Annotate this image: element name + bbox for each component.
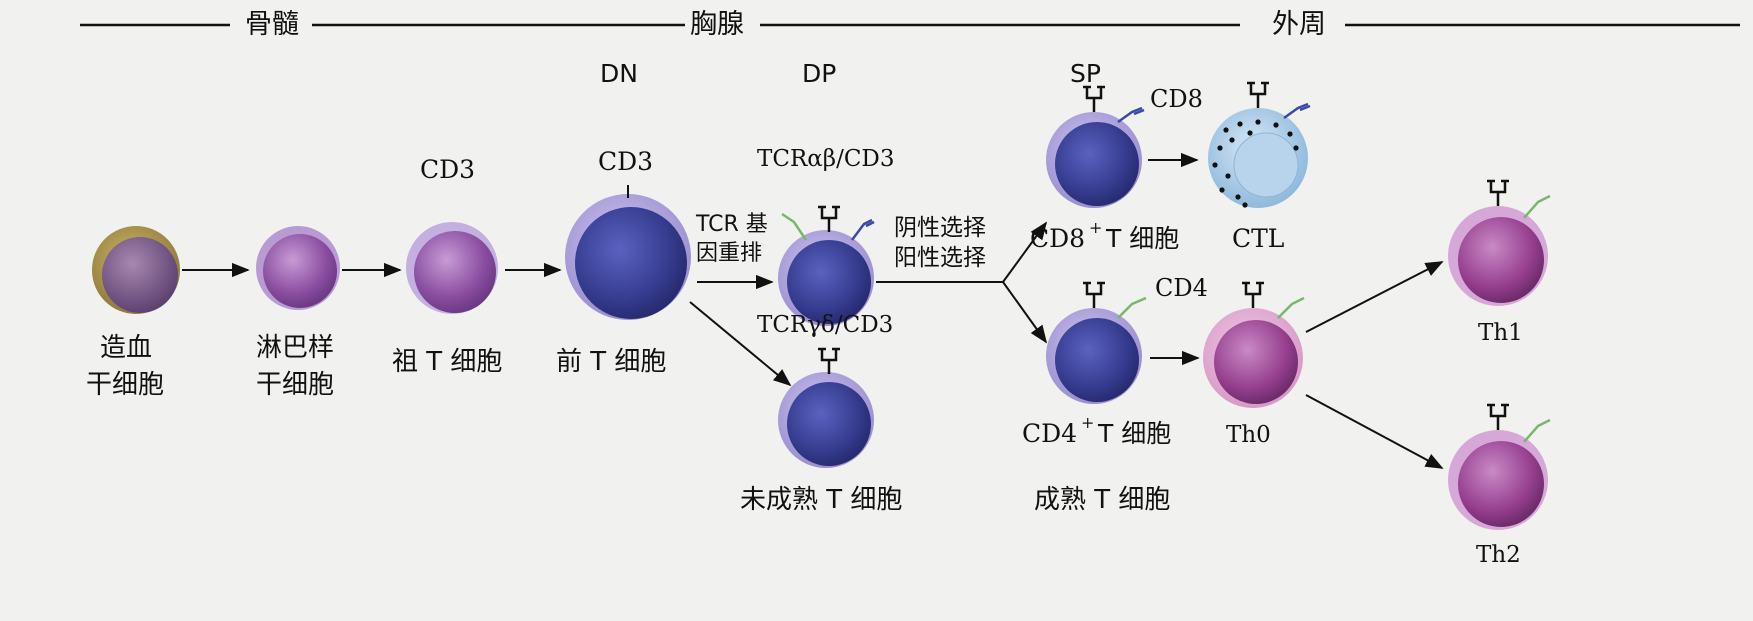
region-periphery: 外周 (1272, 9, 1326, 40)
positive-selection: 阳性选择 (894, 245, 986, 271)
stage-dp: DP (802, 59, 836, 88)
cd4-t-cell (1046, 281, 1147, 404)
mature-t-label: 成熟 T 细胞 (1034, 485, 1170, 515)
region-header: 骨髓 胸腺 外周 (80, 9, 1740, 40)
cd8-t-label-prefix: CD8 (1030, 224, 1085, 253)
gd-t-cell (778, 347, 874, 468)
arrow-th0-to-th2 (1305, 394, 1444, 469)
th1-label: Th1 (1478, 320, 1523, 346)
th2-label: Th2 (1476, 542, 1521, 568)
dp-cell (778, 205, 875, 326)
cd8-t-label-suffix: T 细胞 (1105, 224, 1179, 253)
pro-t-marker-cd3: CD3 (420, 155, 475, 184)
gd-marker-tcr-gd-cd3: TCRγδ/CD3 (757, 312, 893, 338)
ctl-cell (1208, 81, 1311, 208)
ctl-label: CTL (1232, 224, 1284, 253)
arrow-pre-t-to-gd (689, 301, 792, 387)
lymphoid-stem-cell (256, 226, 340, 310)
pro-t-label: 祖 T 细胞 (392, 347, 502, 377)
cd8-t-cell (1046, 85, 1145, 208)
th1-cell (1448, 179, 1551, 306)
th0-label: Th0 (1226, 422, 1271, 448)
tcr-rearrangement-line2: 因重排 (696, 241, 762, 266)
arrow-to-cd4 (1002, 281, 1048, 344)
th0-cell (1203, 281, 1305, 408)
stage-sp: SP (1070, 59, 1101, 88)
cd4-t-label-suffix: T 细胞 (1097, 419, 1171, 448)
hsc-cell (92, 226, 180, 314)
pre-t-cell (565, 185, 691, 320)
region-bone-marrow: 骨髓 (245, 9, 299, 40)
immature-t-label: 未成熟 T 细胞 (740, 485, 902, 515)
negative-selection: 阴性选择 (894, 215, 986, 241)
th2-cell (1448, 403, 1551, 530)
stage-dn: DN (600, 59, 638, 88)
cd8-marker: CD8 (1150, 85, 1203, 113)
cd4-t-label-prefix: CD4 (1022, 419, 1077, 448)
lymphoid-label-line2: 干细胞 (256, 370, 334, 400)
pre-t-label: 前 T 细胞 (556, 347, 666, 377)
region-thymus: 胸腺 (690, 9, 744, 40)
pre-t-marker-cd3: CD3 (598, 147, 653, 176)
pro-t-cell (406, 222, 498, 314)
arrow-th0-to-th1 (1305, 261, 1444, 333)
cd4-marker: CD4 (1155, 274, 1208, 302)
dp-marker-tcr-ab-cd3: TCRαβ/CD3 (757, 146, 895, 172)
tcr-rearrangement-line1: TCR 基 (695, 212, 768, 237)
cd4-t-label-plus: + (1081, 413, 1094, 432)
arrow-to-cd8 (1002, 221, 1048, 283)
hsc-label-line1: 造血 (100, 333, 152, 363)
hsc-label-line2: 干细胞 (86, 370, 164, 400)
lymphoid-label-line1: 淋巴样 (256, 333, 334, 363)
cd8-t-label-plus: + (1089, 218, 1102, 237)
